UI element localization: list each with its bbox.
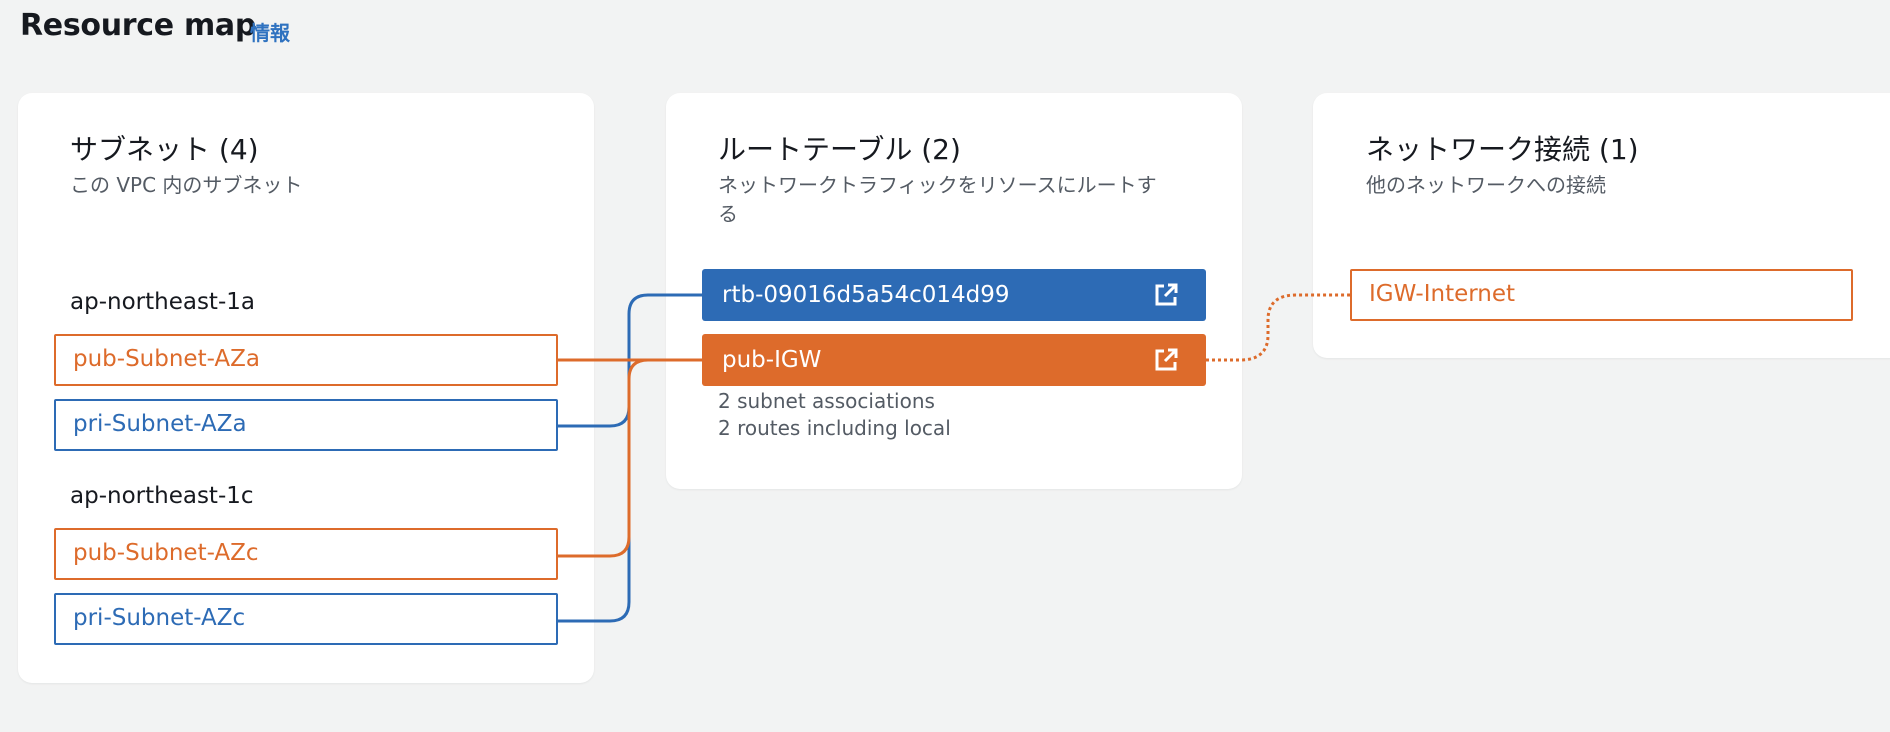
igw-internet[interactable]: IGW-Internet	[1350, 269, 1853, 321]
info-link[interactable]: 情報	[250, 21, 290, 45]
external-link-icon[interactable]	[1153, 282, 1179, 308]
route-tables-subtitle-line1: ネットワークトラフィックをリソースにルートす	[718, 173, 1157, 197]
network-connections-title: ネットワーク接続 (1)	[1366, 133, 1639, 166]
subnet-pub-azc[interactable]: pub-Subnet-AZc	[54, 528, 558, 580]
connector-pub-azc-to-igw-rtb	[557, 358, 703, 558]
subnet-pri-aza[interactable]: pri-Subnet-AZa	[54, 399, 558, 451]
subnets-subtitle: この VPC 内のサブネット	[70, 173, 303, 197]
az-label-1a: ap-northeast-1a	[70, 289, 255, 315]
subnet-pub-aza[interactable]: pub-Subnet-AZa	[54, 334, 558, 386]
subnet-associations-count: 2 subnet associations	[718, 389, 935, 413]
route-table-label: rtb-09016d5a54c014d99	[722, 282, 1010, 308]
route-table-rtb-09016[interactable]: rtb-09016d5a54c014d99	[702, 269, 1206, 321]
subnet-pri-azc[interactable]: pri-Subnet-AZc	[54, 593, 558, 645]
route-tables-title: ルートテーブル (2)	[718, 133, 961, 166]
routes-count: 2 routes including local	[718, 416, 951, 440]
route-table-label: pub-IGW	[722, 347, 822, 373]
subnets-title: サブネット (4)	[70, 133, 259, 166]
route-table-pub-igw[interactable]: pub-IGW	[702, 334, 1206, 386]
connector-igw-rtb-to-igw	[1206, 293, 1350, 362]
subnets-card	[18, 93, 594, 683]
external-link-icon[interactable]	[1153, 347, 1179, 373]
network-connections-subtitle: 他のネットワークへの接続	[1366, 173, 1606, 197]
az-label-1c: ap-northeast-1c	[70, 483, 254, 509]
connector-pri-aza-to-rtb	[557, 406, 631, 428]
route-tables-subtitle-line2: る	[718, 202, 738, 226]
page-title: Resource map	[20, 8, 257, 43]
